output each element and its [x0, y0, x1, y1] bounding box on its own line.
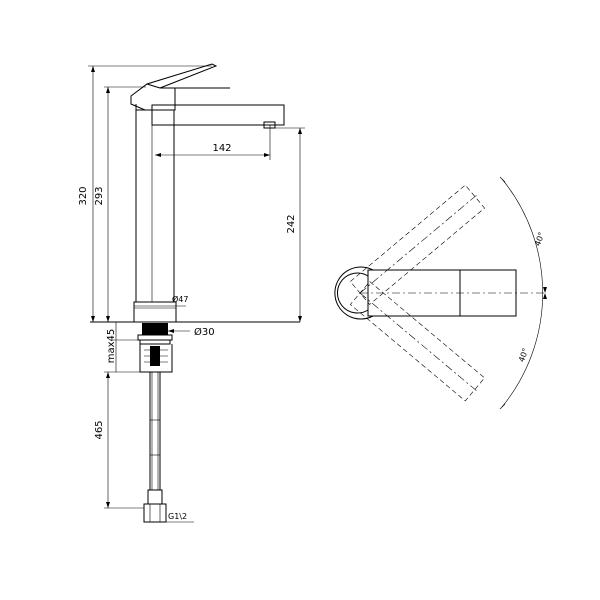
- faucet-base: [133, 301, 177, 323]
- faucet-body: [135, 109, 175, 303]
- hose: [149, 371, 161, 491]
- dim-spout-clearance: 242: [286, 214, 297, 233]
- side-view: 320 293 142 242 Ø47 Ø30 max45: [78, 63, 305, 523]
- base-circle: [334, 266, 374, 320]
- dim-max-deck: max45: [106, 329, 117, 364]
- angle-lower: 40°: [517, 347, 530, 363]
- dim-spout-reach: 142: [212, 143, 231, 154]
- dim-thread: G1\2: [168, 512, 187, 521]
- dim-base-diameter: Ø47: [172, 294, 188, 304]
- mounting-nut: [142, 323, 168, 335]
- angle-upper: 40°: [533, 231, 546, 247]
- rotation-arc: [501, 178, 543, 408]
- dim-total-height: 320: [78, 186, 89, 205]
- dim-hole-diameter: Ø30: [194, 326, 215, 338]
- aerator: [263, 121, 276, 129]
- dim-hose-length: 465: [94, 420, 105, 439]
- top-view: 40° 40°: [334, 176, 547, 410]
- dim-spout-height: 293: [94, 186, 105, 205]
